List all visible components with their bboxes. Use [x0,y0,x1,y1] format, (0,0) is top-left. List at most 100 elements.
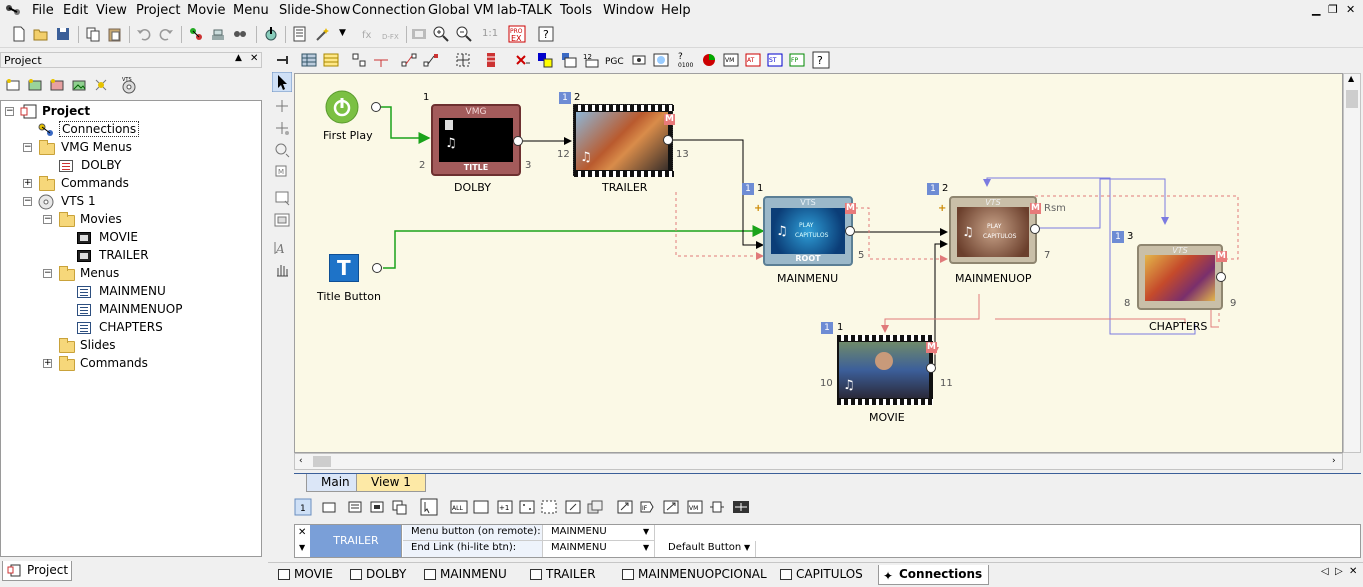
import-icon[interactable] [262,25,280,43]
tab-mainmenuopcional[interactable]: MAINMENUOPCIONAL [618,565,767,585]
collapse-icon[interactable]: − [5,106,14,116]
trailer-out-port[interactable] [663,135,673,145]
preview-icon[interactable] [652,51,670,69]
tab-view-1[interactable]: View 1 [356,474,426,492]
frame2-icon[interactable] [368,498,386,516]
circle-tool-icon[interactable] [272,140,292,160]
timecode-icon[interactable]: ?0100 [676,51,698,69]
minimize-icon[interactable]: ▁ [1312,3,1321,16]
link-alt-icon[interactable] [422,51,440,69]
app-icon[interactable] [4,3,22,19]
distribute-icon[interactable] [454,51,472,69]
menu-global-vm[interactable]: Global VM [428,3,494,18]
tab-dolby[interactable]: DOLBY [346,565,406,585]
add-slideshow-icon[interactable] [70,76,88,94]
find-icon[interactable] [231,25,249,43]
tab-mainmenu[interactable]: MAINMENU [420,565,507,585]
save-icon[interactable] [54,25,72,43]
vm-icon[interactable]: VM [722,51,740,69]
scroll-thumb[interactable] [313,456,331,467]
burn-icon[interactable] [209,25,227,43]
chevron-down-icon[interactable]: ▼ [744,543,751,552]
vm-cmd-icon[interactable]: VM [686,498,704,516]
pin-icon[interactable]: ▲ [235,53,242,63]
dropdown-arrow-icon[interactable]: ▼ [339,28,346,38]
end-link-select[interactable]: MAINMENU ▼ [543,541,655,557]
mainmenu-node[interactable]: VTS ♫ PLAY CAPITULOS ROOT [763,196,853,266]
context-help-icon[interactable]: ? [812,51,830,69]
menu-movie[interactable]: Movie [187,3,226,18]
color-icon[interactable] [536,51,554,69]
stack-icon[interactable] [482,51,500,69]
expand-icon[interactable]: + [23,178,32,188]
add-node-tool-icon[interactable] [272,118,292,138]
crosshair-tool-icon[interactable] [272,96,292,116]
scroll-left-icon[interactable]: ‹ [299,456,303,466]
scroll-thumb[interactable] [1346,90,1358,108]
subtitle-track-icon[interactable]: ST [766,51,784,69]
add-command-icon[interactable] [92,76,110,94]
menu-view[interactable]: View [96,3,127,18]
help-icon[interactable]: ? [537,25,555,43]
mainmenuop-node[interactable]: VTS ♫ PLAY CAPITULOS [949,196,1037,264]
menu-window[interactable]: Window [603,3,655,18]
scroll-right-icon[interactable]: › [1332,456,1336,466]
empty-icon[interactable] [472,498,490,516]
tab-connections[interactable]: ✦Connections [878,565,990,585]
tab-capitulos[interactable]: CAPITULOS [776,565,863,585]
close-properties-icon[interactable]: ✕ [298,527,307,538]
zoom-actual-label[interactable]: 1:1 [482,28,499,39]
text-tool-icon[interactable]: A [272,238,292,258]
title-button-out-port[interactable] [372,263,382,273]
collapse-properties-icon[interactable]: ▼ [299,543,306,552]
select-tool-icon[interactable] [272,72,292,92]
dfx-icon[interactable]: D-FX [382,25,400,43]
align-left-icon[interactable] [350,51,368,69]
jump-icon[interactable] [662,498,680,516]
chapters-node[interactable]: VTS [1137,244,1223,310]
title-button-node[interactable]: T [329,254,359,282]
add-menu-icon[interactable] [48,76,66,94]
group-tool-icon[interactable] [272,210,292,230]
connections-canvas[interactable]: First Play T Title Button 1 VMG ♫ TITLE … [294,73,1343,453]
menu-lab-talk[interactable]: lab-TALK [497,3,552,18]
close-pane-icon[interactable]: ✕ [250,53,259,64]
if-icon[interactable]: IF [638,498,656,516]
horizontal-scrollbar[interactable]: ‹ › [294,453,1343,470]
wand-icon[interactable] [314,25,332,43]
tab-trailer[interactable]: TRAILER [526,565,596,585]
menu-tools[interactable]: Tools [560,3,593,18]
menu-connection[interactable]: Connection [352,3,426,18]
tab-scroll-left-icon[interactable]: ◁ [1321,566,1329,577]
movie-node[interactable]: ♫ [837,335,933,405]
menu-help[interactable]: Help [661,3,691,18]
align-center-icon[interactable] [372,51,390,69]
scroll-up-icon[interactable]: ▲ [1348,74,1355,83]
menu-project[interactable]: Project [136,3,181,18]
vertical-scrollbar[interactable]: ▲ [1343,73,1361,453]
pin-toolbar-icon[interactable] [274,51,292,69]
compile-icon[interactable] [187,25,205,43]
add-vts-icon[interactable]: VTS [120,76,138,94]
dots-icon[interactable] [518,498,536,516]
list-view-icon[interactable] [322,51,340,69]
split-icon[interactable] [732,498,750,516]
tab-scroll-right-icon[interactable]: ▷ [1335,566,1343,577]
audio-track-icon[interactable]: AT [744,51,762,69]
plus-one-icon[interactable]: +1 [496,498,514,516]
collapse-icon[interactable]: − [43,268,52,278]
number-icon[interactable]: 12 [582,51,600,69]
tab-close-icon[interactable]: ✕ [1349,566,1358,577]
movie-out-port[interactable] [926,363,936,373]
paste-icon[interactable] [106,25,124,43]
chevron-down-icon[interactable]: ▼ [643,543,650,552]
first-play-node[interactable] [325,90,359,124]
add-movie-icon[interactable] [26,76,44,94]
dolby-node[interactable]: VMG ♫ TITLE [431,104,521,176]
redo-icon[interactable] [157,25,175,43]
chart-icon[interactable] [700,51,718,69]
pgc-icon[interactable]: PGC [604,51,626,69]
trailer-node[interactable]: ♫ [573,104,674,177]
new-icon[interactable] [10,25,28,43]
